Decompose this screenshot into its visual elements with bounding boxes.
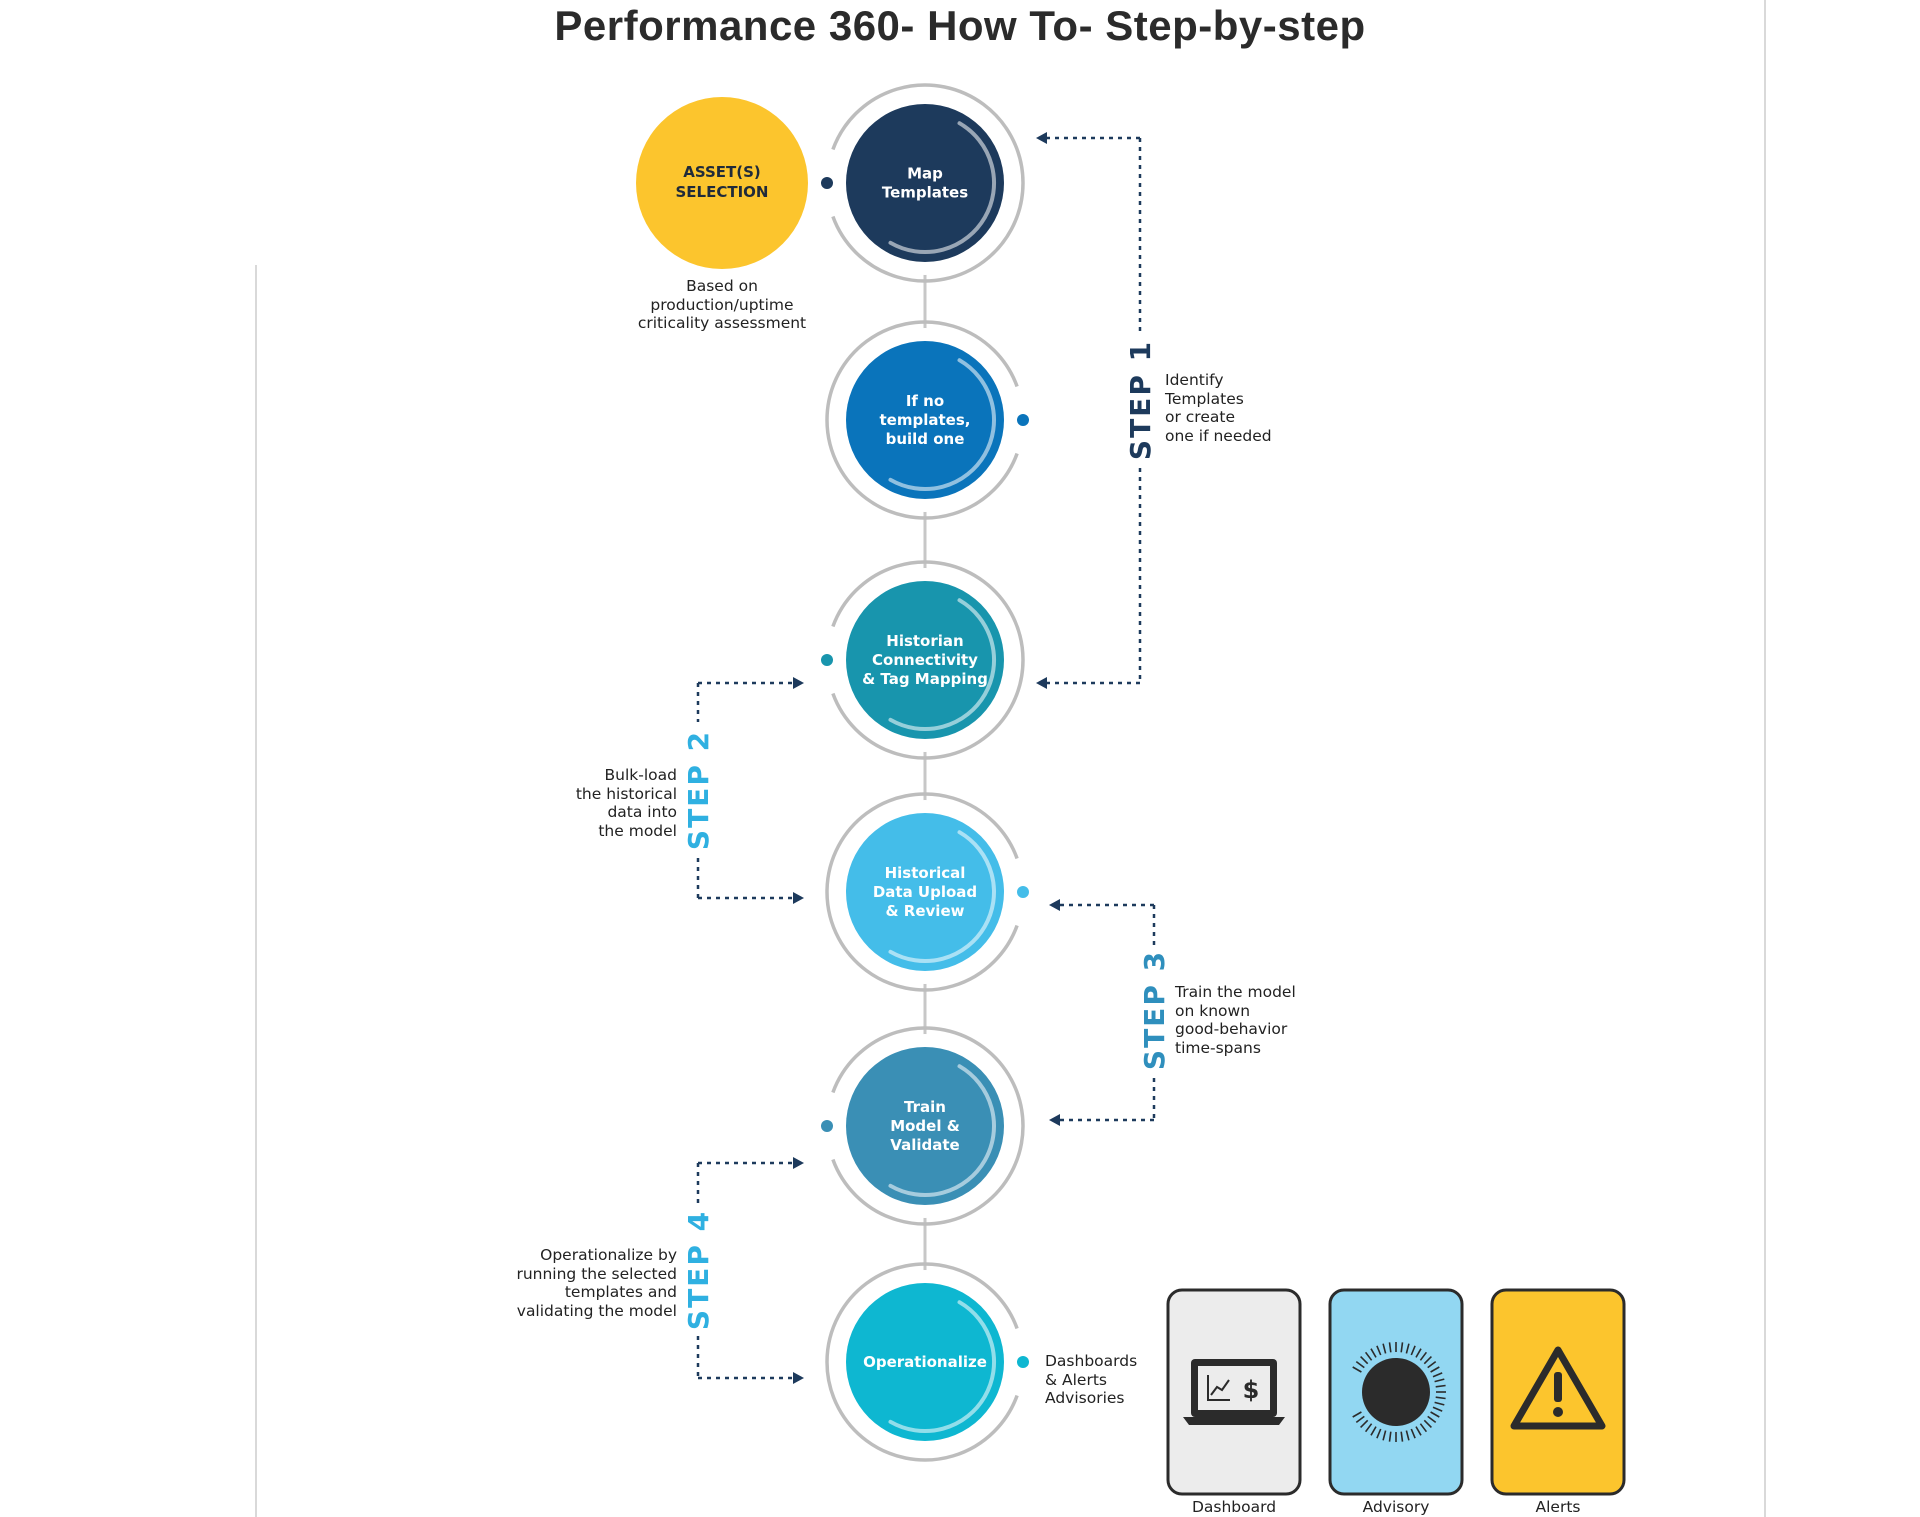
step-4-note: Operationalize by running the selected t…	[516, 1246, 677, 1320]
node-label-line: If no	[906, 392, 944, 410]
step-2-note: Bulk-load the historical data into the m…	[575, 766, 677, 840]
node-inner-arc	[888, 1064, 997, 1198]
step-2-arrowhead-bottom	[793, 892, 804, 904]
step-2-label: STEP 2	[682, 730, 715, 850]
node-inner-arc	[888, 358, 997, 492]
node-label-line: Map	[907, 165, 943, 183]
node-circle	[846, 1283, 1004, 1441]
node-end-dot	[1017, 886, 1029, 898]
outputs-note: Dashboards & Alerts Advisories	[1045, 1352, 1138, 1407]
node-end-dot	[821, 654, 833, 666]
laptop-dollar-chart-icon: $	[1183, 1359, 1285, 1425]
node-label-line: Historian	[886, 632, 963, 650]
node-outer-ring	[825, 1262, 1019, 1462]
alerts-label: Alerts	[1535, 1498, 1581, 1516]
step-1-label: STEP 1	[1124, 340, 1157, 460]
step-4-arrowhead-top	[793, 1157, 804, 1169]
svg-text:$: $	[1243, 1376, 1260, 1404]
node-end-dot	[1017, 414, 1029, 426]
node-label-line: & Tag Mapping	[862, 670, 988, 688]
step-1-note: Identify Templates or create one if need…	[1165, 371, 1272, 445]
step-3-arrowhead-top	[1049, 899, 1060, 911]
node-end-dot	[1017, 1356, 1029, 1368]
node-label-line: & Review	[886, 902, 965, 920]
advisory-label: Advisory	[1362, 1498, 1430, 1516]
node-label-line: Templates	[882, 184, 968, 202]
step-3-note: Train the model on known good-behavior t…	[1175, 983, 1296, 1057]
step-2-bracket: STEP 2	[682, 677, 804, 904]
node-label-line: Train	[904, 1098, 946, 1116]
step-1-arrowhead-bottom	[1036, 677, 1047, 689]
node-circle	[846, 581, 1004, 739]
node-inner-arc	[888, 598, 997, 732]
output-card-alerts	[1490, 1288, 1626, 1496]
asset-note: Based on production/uptime criticality a…	[637, 277, 807, 332]
node-outer-ring	[825, 320, 1019, 520]
node-inner-arc	[888, 830, 997, 964]
warning-triangle-icon	[1510, 1346, 1606, 1430]
dashboard-label: Dashboard	[1191, 1498, 1277, 1516]
step-3-bracket: STEP 3	[1049, 899, 1171, 1126]
dial-knob-icon	[1352, 1342, 1446, 1442]
node-label-line: Validate	[890, 1136, 959, 1154]
node-outer-ring	[831, 83, 1025, 283]
step-4-arrowhead-bottom	[793, 1372, 804, 1384]
node-label-line: Historical	[885, 864, 966, 882]
node-outer-ring	[831, 1026, 1025, 1226]
node-outer-ring	[831, 560, 1025, 760]
node-outer-ring	[825, 792, 1019, 992]
node-circle	[846, 341, 1004, 499]
node-label-line: Operationalize	[863, 1353, 987, 1371]
node-label-line: Data Upload	[873, 883, 977, 901]
step-1-bracket: STEP 1	[1036, 132, 1157, 689]
step-3-arrowhead-bottom	[1049, 1114, 1060, 1126]
node-label-line: templates,	[880, 411, 971, 429]
node-label-line: Model &	[890, 1117, 960, 1135]
node-circle	[846, 1047, 1004, 1205]
step-3-label: STEP 3	[1138, 950, 1171, 1070]
step-2-arrowhead-top	[793, 677, 804, 689]
node-operationalize: Operationalize	[825, 1262, 1029, 1462]
step-4-label: STEP 4	[682, 1210, 715, 1330]
step-4-bracket: STEP 4	[682, 1157, 804, 1384]
node-end-dot	[821, 177, 833, 189]
output-card-advisory	[1328, 1288, 1464, 1496]
node-inner-arc	[888, 121, 997, 255]
output-card-dashboard: $	[1166, 1288, 1302, 1496]
node-end-dot	[821, 1120, 833, 1132]
asset-label-line-2: SELECTION	[676, 183, 769, 201]
asset-selection-node: ASSET(S) SELECTION	[636, 97, 808, 269]
step-1-arrowhead-top	[1036, 132, 1047, 144]
node-circle	[846, 813, 1004, 971]
node-label-line: Connectivity	[872, 651, 978, 669]
node-circle	[846, 104, 1004, 262]
node-inner-arc	[888, 1300, 997, 1434]
page-title: Performance 360- How To- Step-by-step	[554, 2, 1366, 49]
node-label-line: build one	[886, 430, 965, 448]
asset-label-line-1: ASSET(S)	[683, 163, 761, 181]
